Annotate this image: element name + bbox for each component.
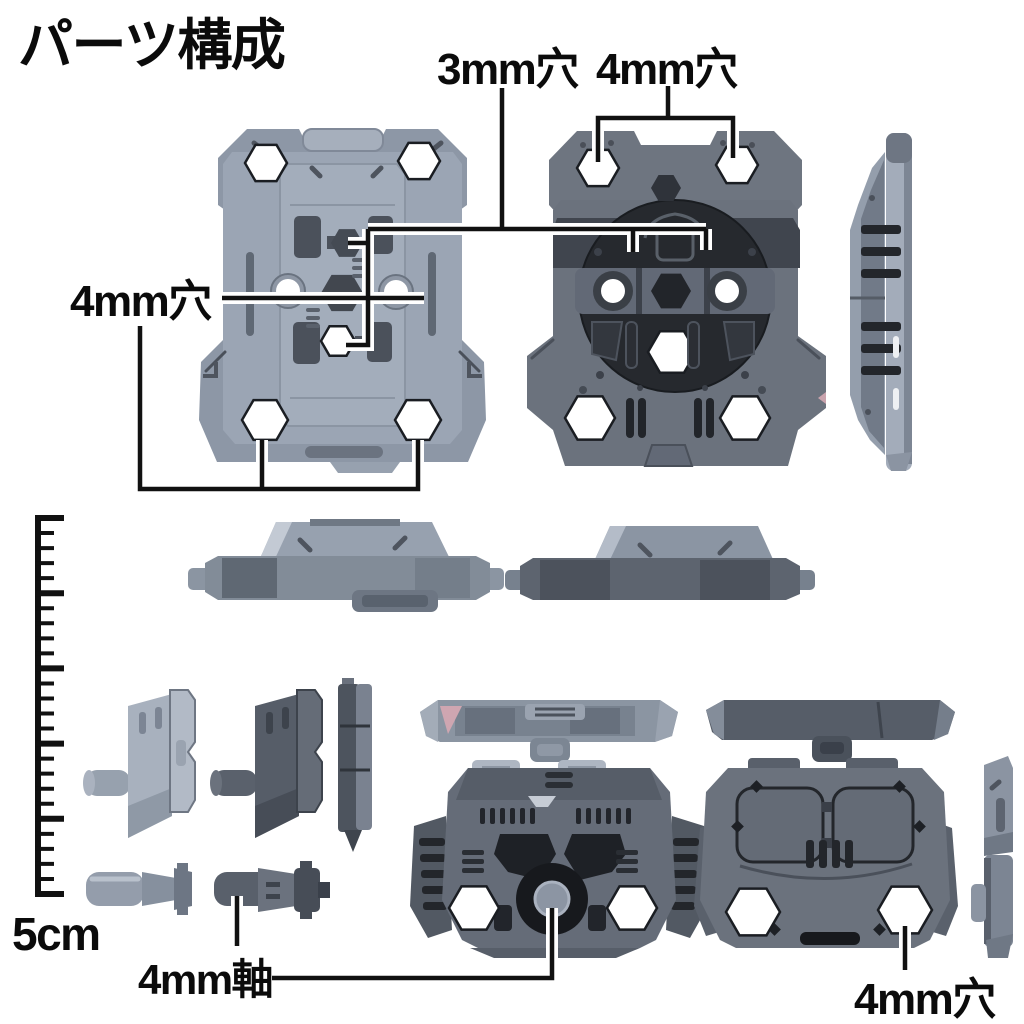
peg-connector-dark — [210, 689, 323, 838]
vent-slits — [480, 808, 631, 824]
hex-hole — [447, 885, 501, 931]
top-4mm-hole-hex — [575, 148, 621, 188]
ruler-ticks — [35, 515, 64, 897]
label-3mm-hole: 3mm穴 — [437, 45, 579, 94]
backpack-unit-side-view — [971, 756, 1013, 958]
top-view-bar-light — [420, 700, 678, 762]
corner-hex-hole-4mm — [393, 398, 443, 442]
backpack-unit-back-view — [694, 758, 958, 948]
shaft-4mm-light — [86, 863, 192, 915]
blade-connector-side-view — [338, 678, 372, 852]
flat-plate-side-view-light — [188, 519, 504, 612]
label-4mm-hole-left: 4mm穴 — [70, 277, 212, 326]
hex-recess — [651, 273, 691, 309]
shaft-4mm-dark — [214, 861, 330, 919]
base-plate-back-view — [527, 131, 826, 467]
bottom-right-4mm-hole-hex — [876, 885, 934, 935]
ruler-scale-label: 5cm — [12, 908, 100, 960]
corner-hex-hole — [243, 143, 289, 183]
top-view-bar-dark — [706, 700, 955, 762]
page-title: パーツ構成 — [18, 14, 285, 76]
top-4mm-hole-hex — [714, 145, 760, 185]
base-plate-side-view — [850, 133, 912, 471]
backpack-unit-front-view — [410, 760, 708, 958]
hex-hole — [724, 887, 782, 937]
ruler: 5cm — [12, 515, 101, 960]
hex-hole — [605, 885, 659, 931]
pink-accent — [440, 706, 462, 734]
bottom-hex-hole — [718, 395, 772, 441]
peg-connector-light — [83, 689, 196, 838]
bottom-hex-hole — [563, 395, 617, 441]
label-4mm-hole-bottom-right: 4mm穴 — [854, 975, 996, 1024]
label-4mm-shaft: 4mm軸 — [138, 956, 272, 1003]
corner-hex-hole — [396, 141, 442, 181]
peg-socket-hex — [331, 229, 363, 257]
label-4mm-hole-top: 4mm穴 — [596, 45, 738, 94]
hex-recess — [651, 175, 681, 201]
corner-hex-hole-4mm — [240, 398, 290, 442]
flat-plate-side-view-dark — [505, 526, 815, 600]
